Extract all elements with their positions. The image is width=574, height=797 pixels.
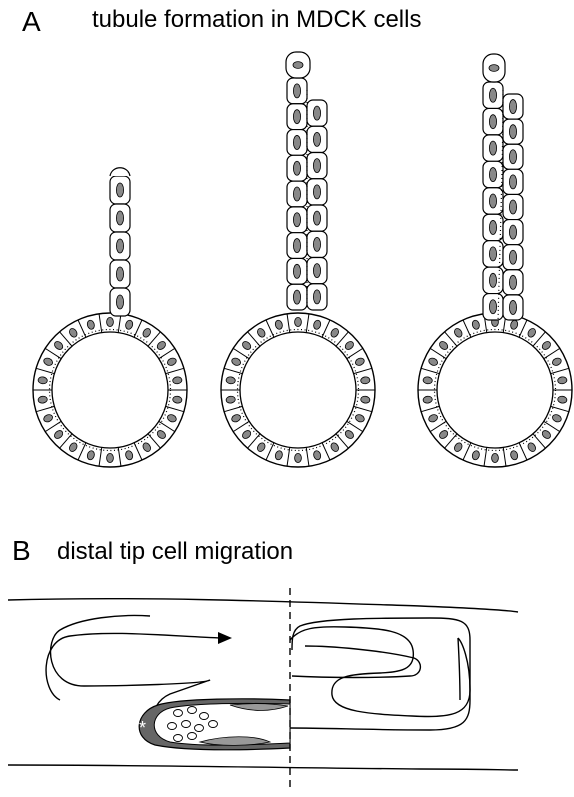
cell-nucleus (107, 453, 114, 462)
cell-nucleus (116, 267, 123, 281)
cell-nucleus (509, 100, 516, 114)
cell-nucleus (293, 290, 300, 304)
migration-arrow-line (46, 633, 222, 700)
extension-tip (110, 168, 130, 176)
cell-nucleus (489, 115, 496, 129)
cell-nucleus (293, 187, 300, 201)
cell-nucleus (116, 183, 123, 197)
distal-tip-marker: * (139, 718, 146, 738)
germline-nucleus (168, 723, 177, 730)
tubule-extension-3 (307, 100, 327, 310)
cell-nucleus (293, 213, 300, 227)
cell-nucleus (295, 453, 302, 462)
cell-nucleus (489, 273, 496, 287)
cell-nucleus (313, 106, 320, 120)
tubule-extension-4 (483, 82, 503, 320)
germline-nucleus (188, 707, 197, 714)
cyst-lumen-boundary (52, 332, 168, 448)
cell-nucleus (313, 264, 320, 278)
cyst-3 (418, 313, 572, 467)
panel-a-illustration (33, 52, 572, 467)
cell-nucleus (509, 250, 516, 264)
cell-nucleus (313, 290, 320, 304)
cell-nucleus (313, 159, 320, 173)
cell-nucleus (509, 300, 516, 314)
cell-nucleus (509, 225, 516, 239)
cell-nucleus (293, 135, 300, 149)
tubule-extension-2 (287, 78, 307, 310)
cell-nucleus (295, 317, 302, 326)
cell-nucleus (489, 141, 496, 155)
cell-nucleus (489, 220, 496, 234)
migration-arrow-head (218, 632, 232, 644)
cell-nucleus (313, 132, 320, 146)
germline-nucleus (195, 725, 204, 732)
germline-nucleus (200, 713, 209, 720)
cell-nucleus (116, 295, 123, 309)
cyst-2 (221, 313, 375, 467)
germline-nucleus (209, 721, 218, 728)
cyst-lumen-boundary (240, 332, 356, 448)
cell-nucleus (509, 275, 516, 289)
cell-nucleus (492, 453, 499, 462)
cell-nucleus (313, 185, 320, 199)
cell-nucleus (116, 211, 123, 225)
gonad-lower-boundary (8, 765, 518, 770)
cell-nucleus (509, 125, 516, 139)
germline-nucleus (174, 735, 183, 742)
cell-nucleus (509, 150, 516, 164)
tubule-extension-1 (110, 176, 130, 316)
cell-nucleus (489, 247, 496, 261)
germline-nucleus (182, 721, 191, 728)
outer-path-loop (290, 618, 470, 730)
cyst-lumen-boundary (437, 332, 553, 448)
cell-nucleus (313, 237, 320, 251)
panel-b-illustration: * (8, 588, 518, 790)
cell-nucleus (489, 65, 499, 72)
cell-nucleus (293, 84, 300, 98)
germline-nucleus (174, 710, 183, 717)
cell-nucleus (107, 317, 114, 326)
cell-nucleus (293, 161, 300, 175)
cell-nucleus (116, 239, 123, 253)
cell-nucleus (489, 88, 496, 102)
cell-nucleus (293, 62, 303, 69)
cell-nucleus (293, 110, 300, 124)
gonad-upper-boundary (8, 599, 518, 612)
cell-nucleus (489, 168, 496, 182)
cell-nucleus (489, 194, 496, 208)
cyst-1 (33, 313, 187, 467)
tubule-extension-5 (503, 94, 523, 320)
cell-nucleus (293, 264, 300, 278)
cell-nucleus (293, 239, 300, 253)
cell-nucleus (489, 300, 496, 314)
cell-nucleus (509, 200, 516, 214)
germline-nucleus (188, 733, 197, 740)
cell-nucleus (509, 175, 516, 189)
cell-nucleus (313, 211, 320, 225)
inner-path-loop (292, 646, 420, 678)
